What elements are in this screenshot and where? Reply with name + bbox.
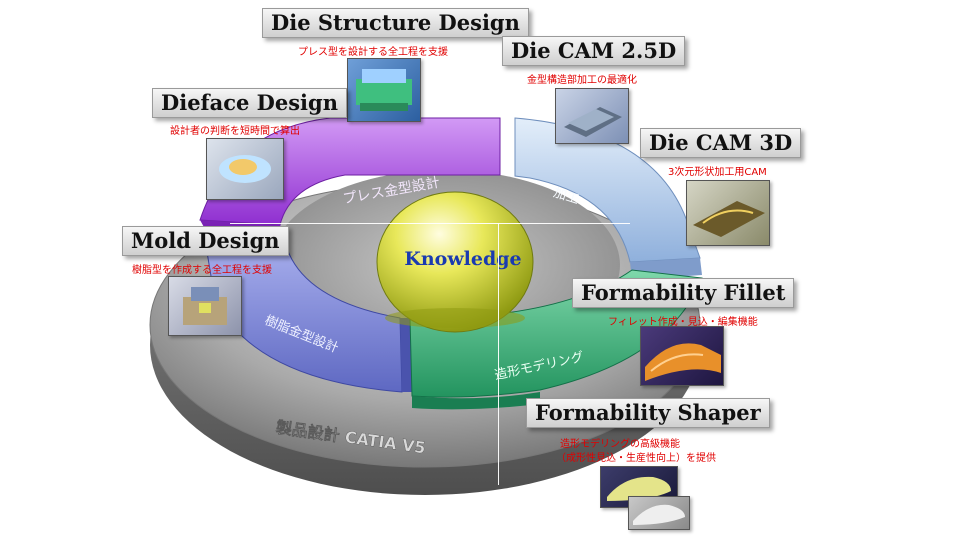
formability-fillet-subtitle: フィレット作成・見込・編集機能 [608, 317, 758, 328]
knowledge-dome [376, 191, 534, 333]
die-cam-3d-title: Die CAM 3D [640, 128, 802, 158]
die-structure-design-title: Die Structure Design [262, 8, 529, 38]
die-structure-design-subtitle: プレス型を設計する全工程を支援 [298, 47, 448, 58]
formability-fillet-title: Formability Fillet [572, 278, 795, 308]
dieface-design-title: Dieface Design [152, 88, 347, 118]
mold-segment-side [400, 318, 412, 392]
formability-shaper-subtitle: 造形モデリングの高級機能 [560, 439, 680, 450]
formability-fillet-thumbnail [640, 326, 724, 386]
mold-design-thumbnail [168, 276, 242, 336]
mold-design-title: Mold Design [122, 226, 289, 256]
knowledge-label: Knowledge [404, 248, 521, 270]
divider-horizontal [230, 223, 630, 224]
die-cam-25d-title: Die CAM 2.5D [502, 36, 686, 66]
die-cam-25d-subtitle: 金型構造部加工の最適化 [527, 75, 637, 86]
dieface-thumbnail [206, 138, 284, 200]
die-structure-thumbnail [347, 58, 421, 122]
formability-shaper-subtitle-2: （成形性見込・生産性向上）を提供 [556, 453, 716, 464]
die-cam-3d-subtitle: 3次元形状加工用CAM [668, 167, 767, 178]
dome-shadow [385, 308, 525, 328]
formability-shaper-title: Formability Shaper [526, 398, 770, 428]
modeling-segment-side [412, 392, 540, 410]
die-cam-3d-thumbnail [686, 180, 770, 246]
divider-vertical [498, 223, 499, 485]
die-cam-25d-thumbnail [555, 88, 629, 144]
dieface-design-subtitle: 設計者の判断を短時間で算出 [170, 126, 300, 137]
mold-design-subtitle: 樹脂型を作成する全工程を支援 [132, 265, 272, 276]
formability-shaper-thumbnail-2 [628, 496, 690, 530]
